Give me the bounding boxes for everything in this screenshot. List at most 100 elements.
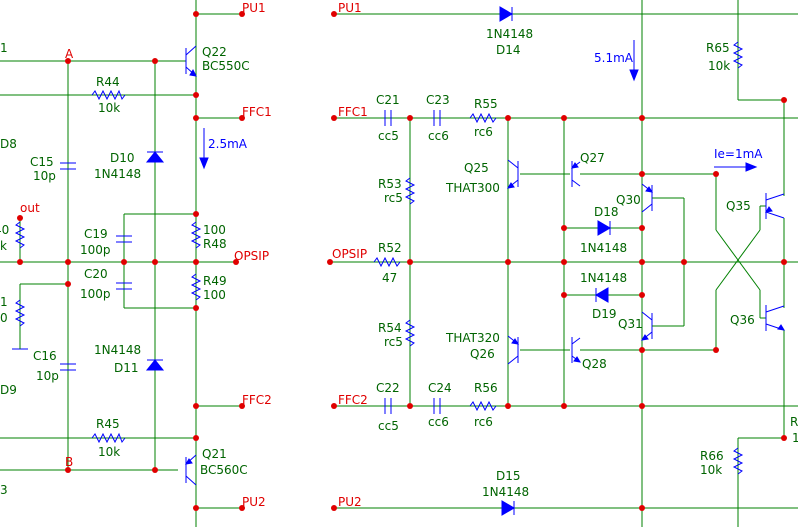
r55-value: rc6: [474, 125, 493, 139]
r65-ref: R65: [706, 41, 730, 55]
net-label-ffc2-right: FFC2: [338, 393, 368, 407]
d19-value: 1N4148: [580, 271, 627, 285]
c19-value: 100p: [80, 243, 111, 257]
q31-ref: Q31: [618, 317, 643, 331]
r53-ref: R53: [378, 177, 402, 191]
d14-value: 1N4148: [486, 27, 533, 41]
q21-ref: Q21: [202, 447, 227, 461]
d11-diode: [145, 359, 165, 371]
c20-ref: C20: [84, 267, 108, 281]
net-label-pu1-right: PU1: [338, 1, 362, 15]
d18-ref: D18: [594, 205, 619, 219]
q25-value: THAT300: [445, 181, 500, 195]
d19-ref: D19: [592, 307, 617, 321]
net-label-ffc2-left: FFC2: [242, 393, 272, 407]
d19-diode: [595, 287, 609, 303]
current-label-tail: Ie=1mA: [714, 147, 763, 161]
q26-ref: Q26: [470, 347, 495, 361]
c15-value: 10p: [33, 169, 56, 183]
c21-ref: C21: [376, 93, 400, 107]
net-label-opsip-left: OPSIP: [234, 249, 269, 263]
current-arrow-tail: [714, 162, 758, 172]
q21-transistor: [185, 454, 197, 486]
net-label-ffc1-left: FFC1: [242, 105, 272, 119]
r52-ref: R52: [378, 241, 402, 255]
r54-resistor: [404, 319, 416, 347]
c24-capacitor: [433, 398, 441, 414]
c16-ref: C16: [33, 349, 57, 363]
r56-ref: R56: [474, 381, 498, 395]
r53-value: rc5: [384, 191, 403, 205]
node-label-b: B: [65, 455, 73, 469]
c20-value: 100p: [80, 287, 111, 301]
current-label-q22: 2.5mA: [208, 137, 248, 151]
d15-value: 1N4148: [482, 485, 529, 499]
q27-ref: Q27: [580, 151, 605, 165]
node-label-a: A: [65, 47, 74, 61]
d10-ref: D10: [110, 151, 135, 165]
net-label-ffc1-right: FFC1: [338, 105, 368, 119]
c15-ref: C15: [30, 155, 54, 169]
q36-ref: Q36: [730, 313, 755, 327]
r56-resistor: [469, 400, 497, 412]
edge-fragment-d8: D8: [0, 137, 17, 151]
q35-ref: Q35: [726, 199, 751, 213]
d15-ref: D15: [496, 469, 521, 483]
c21-capacitor: [384, 110, 392, 126]
c21-value: cc5: [378, 129, 399, 143]
out-resistor: [14, 221, 26, 249]
net-label-out: out: [20, 201, 40, 215]
r52-value: 47: [382, 271, 397, 285]
r48-value: 100: [203, 223, 226, 237]
edge-fragment-0: 0: [0, 311, 8, 325]
q31-transistor: [641, 311, 658, 341]
c20-capacitor: [116, 282, 132, 290]
r53-resistor: [404, 177, 416, 205]
r44-ref: R44: [96, 75, 120, 89]
d14-ref: D14: [496, 43, 521, 57]
r48-resistor: [190, 221, 202, 249]
q22-transistor: [178, 45, 197, 77]
c15-capacitor: [60, 162, 76, 170]
d18-diode: [597, 220, 611, 236]
d15-diode: [501, 500, 515, 516]
r48-ref: R48: [203, 237, 227, 251]
current-label-main: 5.1mA: [594, 51, 634, 65]
net-label-pu2-right: PU2: [338, 495, 362, 509]
edge-fragment-40: 40: [0, 223, 9, 237]
c23-ref: C23: [426, 93, 450, 107]
edge-fragment-d9: D9: [0, 383, 17, 397]
r66-value: 10k: [700, 463, 722, 477]
q30-ref: Q30: [616, 193, 641, 207]
q25-ref: Q25: [464, 161, 489, 175]
net-label-pu1-left: PU1: [242, 1, 266, 15]
q30-transistor: [641, 183, 658, 213]
c22-capacitor: [384, 398, 392, 414]
c19-capacitor: [116, 235, 132, 243]
q22-ref: Q22: [202, 45, 227, 59]
c24-value: cc6: [428, 415, 449, 429]
d11-ref: D11: [114, 361, 139, 375]
r49-ref: R49: [203, 274, 227, 288]
edge-fragment-1c: 1: [792, 431, 798, 445]
q27-transistor: [571, 161, 581, 187]
r66-resistor: [732, 447, 744, 475]
net-label-opsip-right: OPSIP: [332, 247, 367, 261]
q35-transistor: [760, 193, 785, 219]
current-arrow-main: [629, 40, 639, 82]
r45-ref: R45: [96, 417, 120, 431]
r65-value: 10k: [708, 59, 730, 73]
r44-value: 10k: [98, 101, 120, 115]
d18-value: 1N4148: [580, 241, 627, 255]
c22-value: cc5: [378, 419, 399, 433]
q28-transistor: [571, 337, 581, 363]
d10-diode: [145, 151, 165, 163]
r45-resistor: [91, 432, 126, 444]
r49-value: 100: [203, 288, 226, 302]
q22-value: BC550C: [202, 59, 250, 73]
r49-resistor: [190, 273, 202, 301]
r54-ref: R54: [378, 321, 402, 335]
edge-fragment-r: R: [790, 415, 798, 429]
junction-dots: [17, 11, 787, 511]
